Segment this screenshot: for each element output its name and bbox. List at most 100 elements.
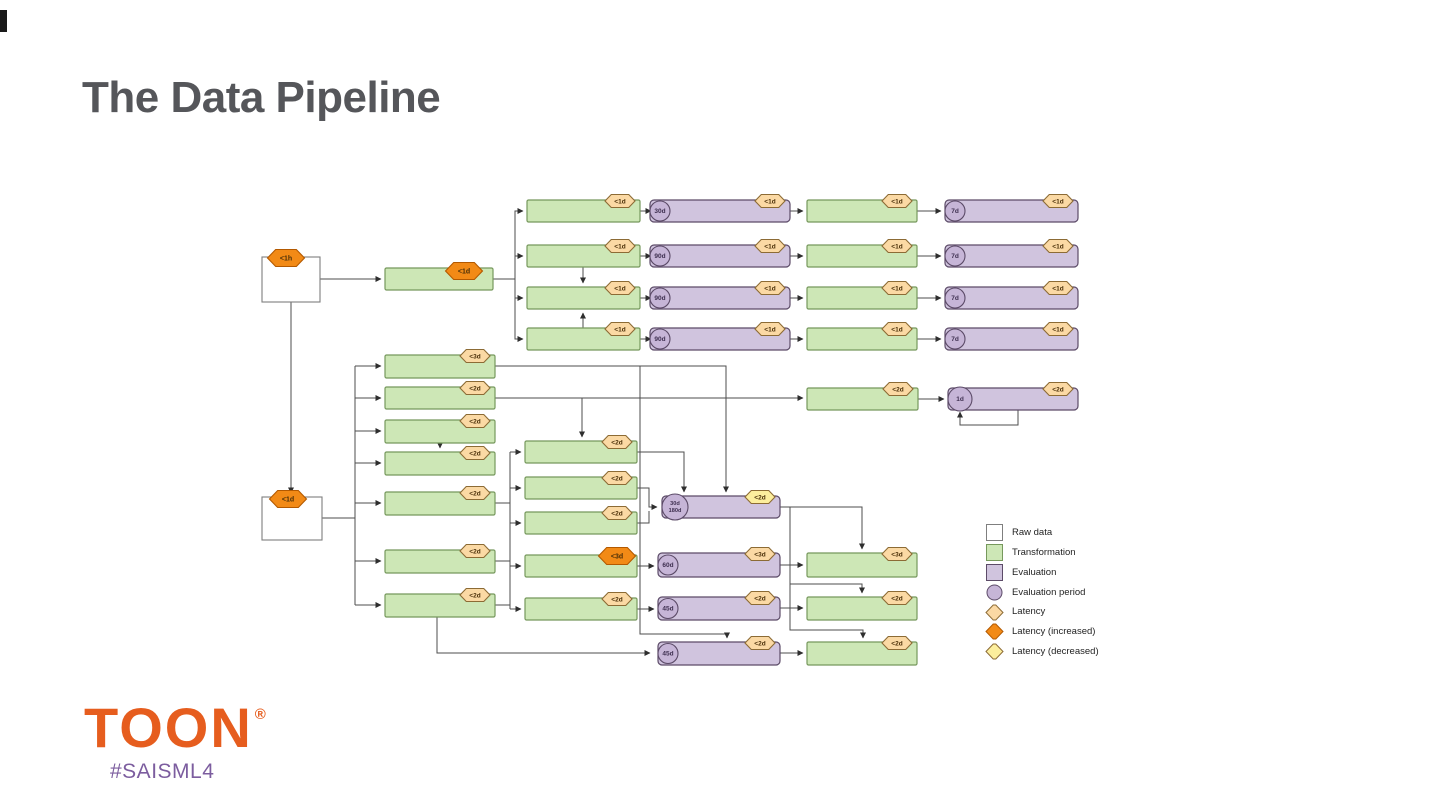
node-MP4: 45d <2d: [657, 635, 781, 666]
page-title: The Data Pipeline: [82, 73, 441, 123]
latency-badge: [882, 381, 914, 397]
period-label: 1d: [956, 396, 964, 403]
node-C2: <2d: [524, 470, 638, 500]
latency-badge: [881, 635, 913, 651]
node-T6: <1d: [806, 238, 918, 268]
badge-label: <2d: [611, 596, 622, 603]
node-MP2: 60d <3d: [657, 546, 781, 578]
badge-label: <2d: [611, 475, 622, 482]
badge-label: <1d: [891, 326, 902, 333]
latency-badge: [1042, 321, 1074, 337]
latency-badge: [754, 193, 786, 209]
node-T2: <1d: [526, 238, 641, 268]
badge-label: <1d: [614, 326, 625, 333]
badge-label: <2d: [891, 595, 902, 602]
latency-badge: [459, 445, 491, 461]
evaluation-period-circle: [944, 200, 966, 222]
badge-label: <1d: [614, 243, 625, 250]
edge-line: [957, 410, 1019, 426]
node-P5: 7d <1d: [944, 193, 1079, 223]
node-T0: <1d: [384, 261, 494, 291]
badge-label: <1d: [891, 243, 902, 250]
period-label: 30d: [654, 208, 665, 215]
period-label: 7d: [951, 208, 959, 215]
legend-item-transformation: Transformation: [985, 543, 1099, 563]
legend-item-evaluation: Evaluation: [985, 563, 1099, 583]
period-label: 60d: [662, 562, 673, 569]
evaluation-period-circle: [657, 642, 679, 665]
toon-logo: TOON® #SAISML4: [84, 700, 266, 784]
latency-badge: [604, 280, 636, 296]
edge-line: [493, 365, 729, 493]
latency-badge: [459, 413, 491, 429]
latency-badge: [604, 193, 636, 209]
evaluation-period-circle: [657, 597, 679, 620]
node-M1: <3d: [384, 348, 496, 379]
badge-label: <1d: [764, 285, 775, 292]
node-RG2: <3d: [806, 546, 918, 578]
period-label: 7d: [951, 253, 959, 260]
badge-label: <2d: [754, 640, 765, 647]
latency-badge: [459, 485, 491, 501]
latency-badge: [1042, 280, 1074, 296]
latency-swatch: [985, 604, 1004, 621]
badge-label: <1d: [458, 269, 470, 276]
period-label: 90d: [654, 295, 665, 302]
latency-badge: [744, 546, 776, 562]
legend-label: Evaluation: [1012, 566, 1057, 578]
logo-hashtag: #SAISML4: [110, 760, 215, 783]
evaluation-period-swatch: [986, 584, 1003, 601]
badge-label: <1d: [764, 243, 775, 250]
badge-label: <2d: [469, 385, 480, 392]
badge-label: <2d: [611, 510, 622, 517]
node-T5: <1d: [806, 193, 918, 223]
badge-label: <3d: [611, 554, 623, 561]
node-RG3: <2d: [806, 590, 918, 621]
latency-badge: [459, 348, 491, 364]
evaluation-period-circle: [944, 245, 966, 267]
node-P3: 90d <1d: [649, 280, 791, 310]
eval-swatch: [986, 563, 1003, 581]
node-P1: 30d<1d: [649, 193, 791, 223]
latency-badge: [601, 434, 633, 450]
edge-line: [637, 487, 658, 510]
edge-line: [637, 451, 687, 493]
badge-label: <3d: [754, 551, 765, 558]
latency-badge: [744, 590, 776, 606]
badge-label: <2d: [1052, 386, 1063, 393]
latency-badge: [604, 238, 636, 254]
latency-badge: [881, 546, 913, 562]
registered-mark: ®: [254, 706, 266, 723]
node-P4: 90d<1d: [649, 321, 791, 351]
node-RG1: <2d: [806, 381, 919, 411]
period-label: 45d: [662, 606, 673, 613]
latency-badge: [881, 238, 913, 254]
node-RG4: <2d: [806, 635, 918, 666]
badge-label: <3d: [891, 551, 902, 558]
latency-badge: [601, 591, 633, 607]
node-M6: <2d: [384, 543, 496, 574]
latency-badge: [459, 587, 491, 603]
badge-label: <2d: [469, 592, 480, 599]
badge-label: <1d: [1052, 285, 1063, 292]
period-label: 45d: [662, 651, 673, 658]
legend-label: Transformation: [1012, 546, 1076, 558]
node-R1: <1h: [261, 248, 321, 303]
node-T3: <1d: [526, 280, 641, 310]
evaluation-period-circle: [657, 554, 679, 576]
corner-mark: [0, 10, 7, 32]
latency-badge: [601, 505, 633, 521]
latency-badge: [754, 321, 786, 337]
latency-badge: [744, 635, 776, 651]
badge-label: <1d: [1052, 198, 1063, 205]
evaluation-period-circle: [649, 245, 671, 267]
legend-item-raw-data: Raw data: [985, 523, 1099, 543]
legend-item-evaluation-period: Evaluation period: [985, 582, 1099, 602]
period-label: 7d: [951, 295, 959, 302]
latency-badge: [459, 543, 491, 559]
edge-line: [514, 279, 524, 342]
badge-label: <1d: [1052, 326, 1063, 333]
